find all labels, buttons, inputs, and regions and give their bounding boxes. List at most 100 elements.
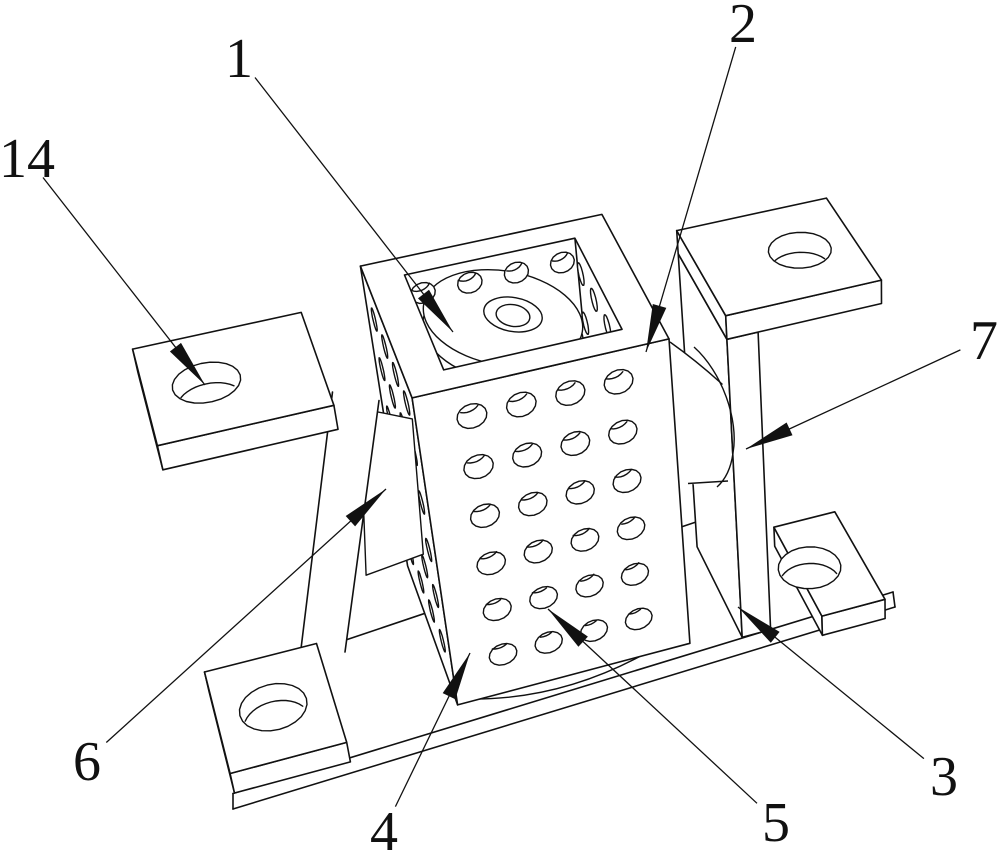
figure-path <box>412 329 669 398</box>
ref-label-1: 1 <box>225 28 253 90</box>
figure-path <box>491 643 507 650</box>
figure-path <box>557 382 576 391</box>
leader-line-1 <box>254 77 454 333</box>
figure-ellipse <box>495 303 531 328</box>
figure-path <box>574 214 669 339</box>
leader-arrowhead-4 <box>442 653 470 700</box>
ref-label-14: 14 <box>0 128 55 190</box>
figure-path <box>466 454 485 464</box>
figure-path <box>427 599 436 623</box>
figure-path <box>572 527 590 537</box>
figure-path <box>381 334 389 359</box>
figure-path <box>551 252 569 262</box>
figure-path <box>781 562 838 577</box>
figure-path <box>605 371 624 380</box>
figure-path <box>570 527 600 552</box>
figure-edge <box>344 399 380 653</box>
box-front-wall <box>411 338 691 706</box>
figure-path <box>244 699 304 722</box>
figure-path <box>505 391 537 418</box>
figure-path <box>473 503 492 513</box>
figure-path <box>517 491 548 517</box>
leader-arrowhead-6 <box>345 489 386 527</box>
figure-path <box>523 539 553 564</box>
ref-label-2: 2 <box>729 0 757 55</box>
leader-arrowhead-7 <box>746 422 793 449</box>
figure-path <box>479 550 498 560</box>
right-bracket <box>669 197 886 639</box>
figure-path <box>171 361 242 404</box>
ref-label-7: 7 <box>970 310 998 372</box>
figure-path <box>687 480 729 485</box>
figure-path <box>539 631 553 638</box>
figure-path <box>238 682 308 732</box>
leader-arrowhead-2 <box>646 304 667 352</box>
figure-path <box>589 287 598 312</box>
figure-path <box>693 346 735 488</box>
figure-edge <box>298 391 334 666</box>
figure-path <box>555 380 586 406</box>
figure-path <box>512 442 543 468</box>
figure-path <box>421 554 429 579</box>
ref-label-3: 3 <box>930 746 958 808</box>
figure-path <box>609 421 628 430</box>
figure-path <box>576 262 585 286</box>
leader-arrowhead-14 <box>169 342 205 385</box>
figure-path <box>767 231 832 269</box>
leader-arrowhead-3 <box>738 607 780 643</box>
figure-path <box>476 551 507 576</box>
figure-path <box>403 237 623 371</box>
figure-path <box>509 393 528 403</box>
figure-path <box>526 539 544 548</box>
figure-path <box>359 213 670 399</box>
box-top-rim <box>359 213 670 399</box>
figure-path <box>457 272 477 282</box>
figure-path <box>388 384 397 409</box>
figure-path <box>612 468 642 494</box>
figure-path <box>460 404 479 414</box>
figure-path <box>560 430 591 457</box>
ref-label-4: 4 <box>370 801 398 856</box>
ref-label-6: 6 <box>73 731 101 793</box>
leader-line-2 <box>645 46 737 353</box>
figure-path <box>562 432 581 441</box>
figure-edge <box>574 237 584 324</box>
figure-path <box>621 516 636 525</box>
figure-path <box>616 516 646 541</box>
figure-path <box>417 570 425 594</box>
figure-path <box>567 480 586 490</box>
figure-path <box>629 608 642 615</box>
figure-path <box>774 251 826 262</box>
drawing-geometry <box>107 197 896 810</box>
figure-path <box>565 480 595 505</box>
figure-path <box>603 368 634 395</box>
figure-edge <box>892 591 896 608</box>
figure-path <box>180 382 235 399</box>
figure-path <box>424 537 433 563</box>
figure-path <box>580 573 595 582</box>
figure-path <box>456 403 488 430</box>
figure-path <box>581 311 590 335</box>
left-damper-and-web <box>298 391 424 666</box>
figure-path <box>531 587 548 594</box>
figure-path <box>299 392 379 665</box>
leader-arrowhead-1 <box>418 289 453 332</box>
figure-path <box>370 307 378 332</box>
figure-path <box>625 562 640 571</box>
figure-path <box>438 628 446 653</box>
figure-path <box>360 266 444 398</box>
figure-path <box>669 341 723 386</box>
figure-path <box>584 620 597 627</box>
figure-path <box>378 357 386 382</box>
figure-path <box>233 592 895 809</box>
figure-path <box>670 342 727 487</box>
figure-path <box>506 262 523 272</box>
figure-path <box>359 407 424 576</box>
figure-path <box>402 390 411 416</box>
figure-path <box>469 651 649 700</box>
left-bracket <box>131 311 352 794</box>
figure-path <box>520 492 539 501</box>
